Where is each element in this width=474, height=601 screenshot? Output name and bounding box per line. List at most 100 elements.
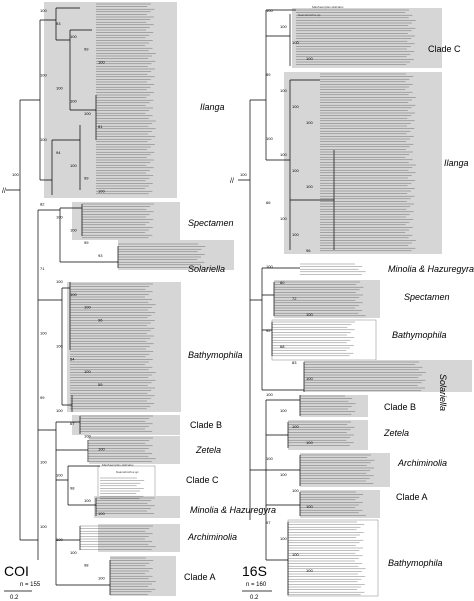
support-value: 100 bbox=[280, 24, 287, 29]
support-value: 100 bbox=[40, 524, 47, 529]
support-value: 100 bbox=[266, 8, 273, 13]
support-value: 93 bbox=[56, 21, 61, 26]
s16-box-clade-c bbox=[292, 8, 442, 68]
coi-marker-label: COI bbox=[4, 563, 29, 579]
support-value: 100 bbox=[98, 189, 105, 194]
support-value: 83 bbox=[292, 360, 297, 365]
support-value: 100 bbox=[40, 8, 47, 13]
s16-n-label: n = 160 bbox=[246, 582, 267, 588]
s16-scale-label: 0.2 bbox=[250, 595, 259, 601]
coi-box-clade-b bbox=[72, 415, 180, 435]
coi-root-break: // bbox=[2, 188, 6, 195]
s16-box-bathymophila bbox=[271, 319, 377, 361]
support-value: 100 bbox=[306, 312, 313, 317]
coi-label-zetela: Zetela bbox=[195, 445, 221, 455]
s16-root-break: // bbox=[230, 178, 234, 185]
support-value: 68 bbox=[280, 344, 285, 349]
support-value: 100 bbox=[306, 440, 313, 445]
support-value: 100 bbox=[84, 369, 91, 374]
support-value: 100 bbox=[306, 568, 313, 573]
s16-clade-boxes bbox=[271, 8, 472, 597]
coi-box-clade-a bbox=[110, 556, 176, 596]
support-value: 100 bbox=[266, 136, 273, 141]
support-value: 67 bbox=[70, 421, 75, 426]
support-value: 59 bbox=[98, 382, 103, 387]
support-value: 71 bbox=[40, 266, 45, 271]
support-value: 100 bbox=[70, 34, 77, 39]
support-value: 100 bbox=[266, 392, 273, 397]
support-value: 100 bbox=[280, 152, 287, 157]
support-value: 100 bbox=[70, 292, 77, 297]
s16-root-branch bbox=[238, 100, 251, 520]
support-value: 100 bbox=[306, 56, 313, 61]
support-value: 100 bbox=[84, 111, 91, 116]
support-value: 100 bbox=[306, 120, 313, 125]
support-value: 100 bbox=[56, 472, 63, 477]
support-value: 99 bbox=[84, 176, 89, 181]
coi-label-minolia: Minolia & Hazuregyra bbox=[190, 505, 276, 515]
support-value: 100 bbox=[40, 137, 47, 142]
support-value: 80 bbox=[280, 280, 285, 285]
coi-box-solariella bbox=[118, 240, 234, 270]
support-value: 100 bbox=[292, 232, 299, 237]
support-value: 100 bbox=[70, 98, 77, 103]
s16-label-archiminolia: Archiminolia bbox=[397, 458, 447, 468]
coi-box-minolia bbox=[94, 496, 180, 518]
s16-label-minolia: Minolia & Hazuregyra bbox=[388, 264, 474, 274]
support-value: 98 bbox=[84, 563, 89, 568]
support-value: 93 bbox=[98, 253, 103, 258]
s16-label-bathymophila: Bathymophila bbox=[392, 330, 447, 340]
support-value: 100 bbox=[56, 279, 63, 284]
support-value: 54 bbox=[70, 356, 75, 361]
support-value: 99 bbox=[84, 240, 89, 245]
s16-label-clade-b: Clade B bbox=[384, 402, 416, 412]
coi-box-bathymophila bbox=[67, 282, 181, 412]
support-value: 100 bbox=[292, 104, 299, 109]
s16-root-support: 100 bbox=[240, 172, 247, 177]
coi-root-branch bbox=[6, 100, 21, 540]
support-value: 100 bbox=[40, 331, 47, 336]
support-value: 100 bbox=[84, 305, 91, 310]
coi-label-spectamen: Spectamen bbox=[188, 218, 234, 228]
s16-outgroup-2: Suavotrochus sp. bbox=[298, 13, 321, 17]
support-value: 100 bbox=[98, 447, 105, 452]
coi-root-support: 100 bbox=[12, 172, 19, 177]
support-value: 100 bbox=[70, 163, 77, 168]
coi-support-values: 100 93 100 99 100 100 100 100 100 81 100 94 100 99 100… bbox=[40, 8, 105, 581]
s16-branch-mid bbox=[250, 267, 305, 392]
support-value: 100 bbox=[292, 424, 299, 429]
support-value: 100 bbox=[98, 511, 105, 516]
support-value: 100 bbox=[280, 472, 287, 477]
support-value: 100 bbox=[306, 376, 313, 381]
support-value: 100 bbox=[280, 536, 287, 541]
coi-box-spectamen bbox=[72, 202, 180, 240]
support-value: 100 bbox=[292, 40, 299, 45]
support-value: 100 bbox=[98, 60, 105, 65]
support-value: 96 bbox=[306, 248, 311, 253]
support-value: 100 bbox=[306, 504, 313, 509]
coi-scale-label: 0.2 bbox=[10, 595, 19, 601]
coi-label-ilanga: Ilanga bbox=[200, 102, 225, 112]
coi-outgroup-2: Machaeroplax delicatus bbox=[102, 463, 134, 467]
support-value: 100 bbox=[266, 456, 273, 461]
coi-label-archiminolia: Archiminolia bbox=[187, 532, 237, 542]
coi-box-ilanga bbox=[44, 2, 177, 198]
support-value: 100 bbox=[292, 168, 299, 173]
s16-label-ilanga: Ilanga bbox=[444, 158, 469, 168]
support-value: 100 bbox=[56, 408, 63, 413]
s16-label-zetela: Zetela bbox=[383, 428, 409, 438]
support-value: 72 bbox=[292, 296, 297, 301]
support-value: 81 bbox=[98, 124, 103, 129]
s16-box-ilanga bbox=[284, 72, 442, 254]
s16-branch-top bbox=[250, 9, 335, 250]
support-value: 96 bbox=[98, 318, 103, 323]
support-value: 100 bbox=[292, 488, 299, 493]
support-value: 100 bbox=[84, 498, 91, 503]
support-value: 94 bbox=[56, 150, 61, 155]
s16-box-archiminolia bbox=[300, 453, 390, 487]
support-value: 97 bbox=[266, 520, 271, 525]
support-value: 100 bbox=[70, 550, 77, 555]
coi-outgroup-1: Suavotrochus sp. bbox=[116, 470, 139, 474]
